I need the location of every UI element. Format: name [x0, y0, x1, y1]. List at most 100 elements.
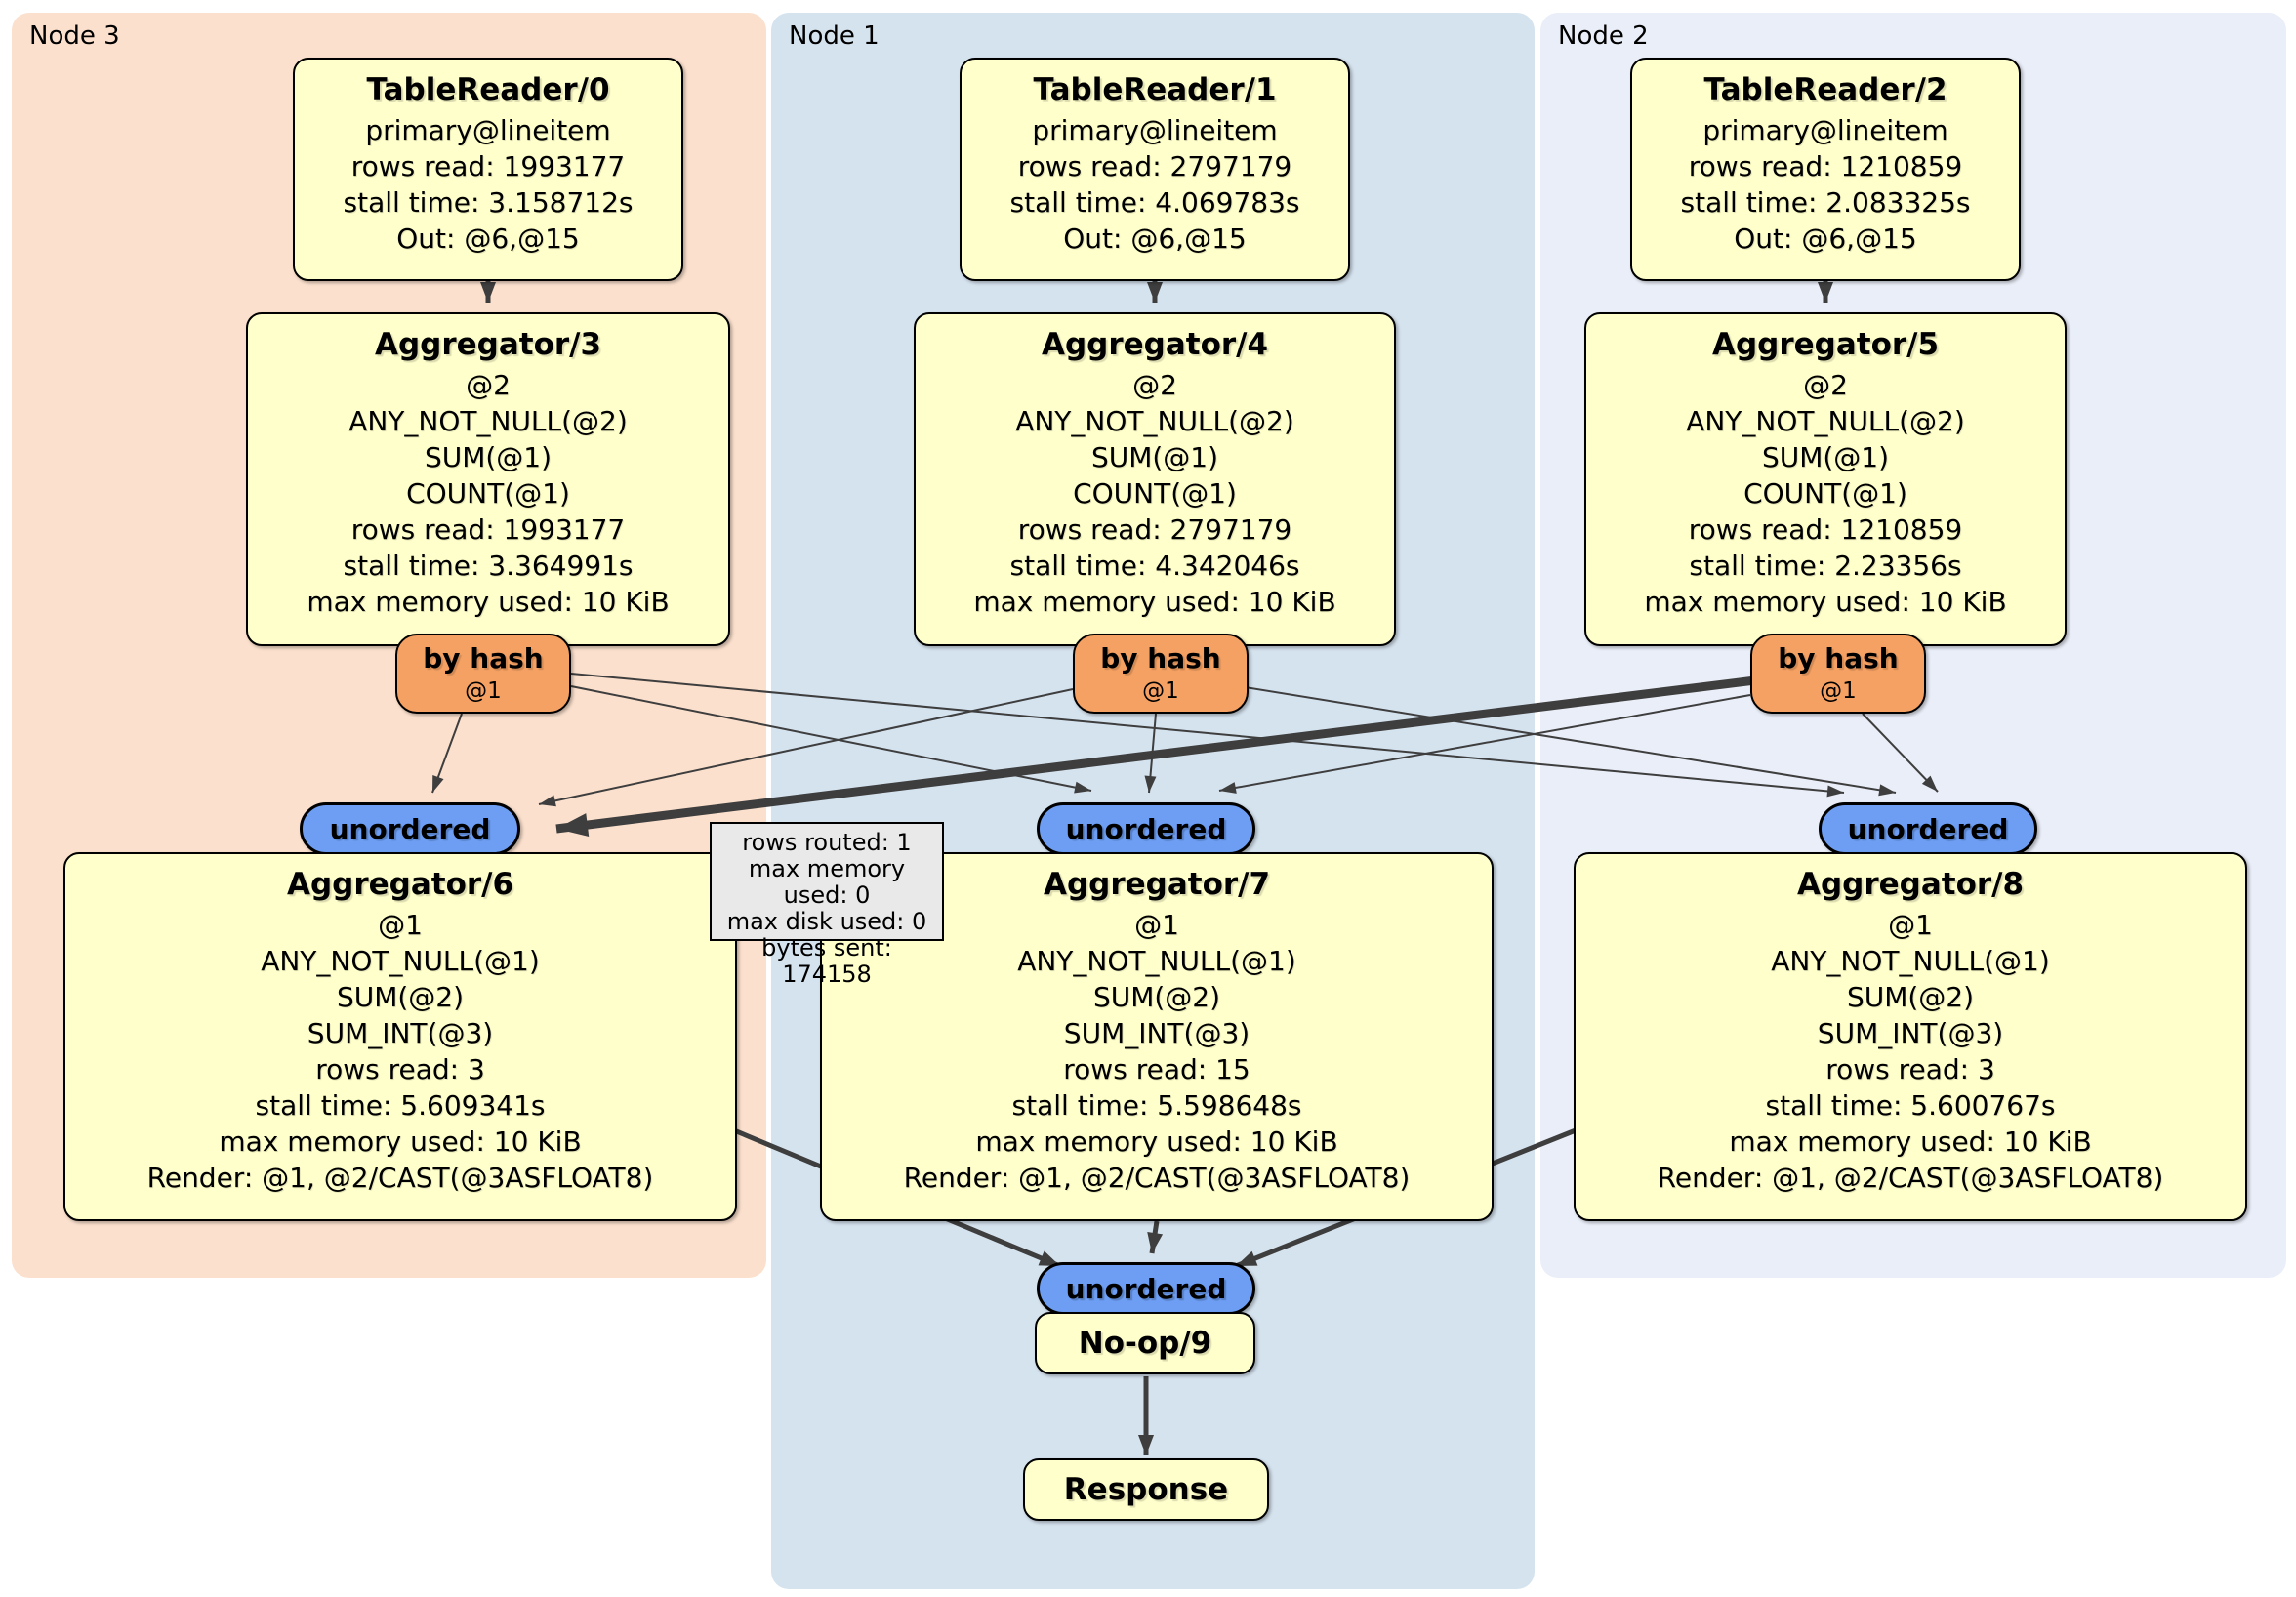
box-line: primary@lineitem: [365, 114, 611, 146]
router-columns: @1: [465, 678, 502, 704]
stream-unordered-final[interactable]: unordered: [1037, 1262, 1255, 1315]
box-line: COUNT(@1): [1073, 477, 1237, 510]
box-line: Render: @1, @2/CAST(@3ASFLOAT8): [146, 1162, 654, 1194]
box-line: SUM_INT(@3): [307, 1017, 494, 1049]
response-box[interactable]: Response: [1023, 1458, 1269, 1521]
box-line: stall time: 5.600767s: [1765, 1089, 2056, 1122]
processor-title: TableReader/2: [1703, 72, 1948, 107]
box-line: Out: @6,@15: [396, 223, 580, 255]
processor-title: Aggregator/3: [374, 327, 602, 362]
box-line: bytes sent: 174158: [761, 934, 892, 988]
box-line: max memory used: 10 KiB: [307, 586, 670, 618]
box-line: SUM(@1): [424, 441, 553, 473]
box-line: @2: [1803, 369, 1848, 401]
processor-title: Aggregator/6: [286, 867, 514, 902]
box-line: max memory used: 10 KiB: [219, 1126, 582, 1158]
router-by-hash-node2[interactable]: by hash @1: [1750, 634, 1926, 714]
processor-title: Aggregator/5: [1711, 327, 1940, 362]
box-line: rows read: 3: [1825, 1053, 1995, 1085]
router-title: by hash: [1100, 642, 1221, 675]
box-line: stall time: 2.23356s: [1689, 550, 1962, 582]
box-line: ANY_NOT_NULL(@2): [348, 405, 628, 437]
edge-aggregator7-unordered-final: [1147, 1220, 1164, 1254]
box-line: SUM(@2): [336, 981, 465, 1013]
box-line: @1: [1134, 909, 1179, 941]
processor-title: TableReader/1: [1033, 72, 1277, 107]
stream-unordered-node1[interactable]: unordered: [1037, 802, 1255, 855]
box-line: rows routed: 1: [742, 829, 912, 856]
box-line: SUM(@2): [1092, 981, 1221, 1013]
box-line: stall time: 5.598648s: [1011, 1089, 1302, 1122]
box-line: stall time: 4.069783s: [1009, 186, 1300, 219]
node-panel-label: Node 3: [29, 21, 120, 51]
router-by-hash-node1[interactable]: by hash @1: [1073, 634, 1249, 714]
box-line: @2: [1132, 369, 1177, 401]
box-line: @2: [466, 369, 511, 401]
box-line: stall time: 2.083325s: [1680, 186, 1971, 219]
box-line: COUNT(@1): [406, 477, 570, 510]
box-line: rows read: 2797179: [1017, 513, 1292, 546]
edge-byhash1-unordered3: [538, 688, 1074, 807]
node-panel-label: Node 2: [1558, 21, 1649, 51]
box-line: SUM(@1): [1090, 441, 1219, 473]
box-line: primary@lineitem: [1702, 114, 1948, 146]
box-line: stall time: 5.609341s: [255, 1089, 546, 1122]
node-panel-label: Node 1: [789, 21, 880, 51]
edge-byhash2-unordered1: [1218, 694, 1751, 794]
processor-title: Aggregator/7: [1043, 867, 1271, 902]
box-line: SUM_INT(@3): [1063, 1017, 1250, 1049]
router-columns: @1: [1820, 678, 1857, 704]
edge-byhash2-unordered2: [1862, 713, 1939, 793]
processor-tablereader-1[interactable]: TableReader/1 primary@lineitem rows read:…: [960, 58, 1350, 281]
processor-noop-9[interactable]: No-op/9: [1035, 1312, 1255, 1374]
box-line: ANY_NOT_NULL(@2): [1015, 405, 1294, 437]
stream-unordered-node3[interactable]: unordered: [300, 802, 520, 855]
box-line: Render: @1, @2/CAST(@3ASFLOAT8): [1657, 1162, 2164, 1194]
box-line: Render: @1, @2/CAST(@3ASFLOAT8): [903, 1162, 1411, 1194]
box-line: rows read: 2797179: [1017, 150, 1292, 183]
box-line: primary@lineitem: [1032, 114, 1278, 146]
processor-title: No-op/9: [1078, 1326, 1212, 1361]
box-line: @1: [378, 909, 423, 941]
box-line: ANY_NOT_NULL(@1): [1771, 945, 2050, 977]
box-line: ANY_NOT_NULL(@2): [1686, 405, 1965, 437]
box-line: rows read: 15: [1063, 1053, 1250, 1085]
processor-title: Response: [1063, 1472, 1229, 1507]
processor-title: Aggregator/4: [1041, 327, 1269, 362]
processor-tablereader-2[interactable]: TableReader/2 primary@lineitem rows read:…: [1630, 58, 2021, 281]
box-line: SUM(@2): [1846, 981, 1975, 1013]
box-line: max memory used: 10 KiB: [1644, 586, 2007, 618]
router-title: by hash: [423, 642, 544, 675]
box-line: max memory used: 10 KiB: [973, 586, 1336, 618]
stream-unordered-node2[interactable]: unordered: [1819, 802, 2037, 855]
box-line: max memory used: 10 KiB: [1729, 1126, 2092, 1158]
box-line: ANY_NOT_NULL(@1): [261, 945, 540, 977]
box-line: max memory used: 0: [748, 855, 906, 909]
box-line: rows read: 1210859: [1688, 150, 1963, 183]
box-line: stall time: 4.342046s: [1009, 550, 1300, 582]
box-line: rows read: 1993177: [350, 150, 626, 183]
router-columns: @1: [1142, 678, 1179, 704]
box-line: SUM(@1): [1761, 441, 1890, 473]
router-by-hash-node3[interactable]: by hash @1: [395, 634, 571, 714]
edge-byhash2-unordered3[interactable]: [555, 676, 1756, 837]
box-line: Out: @6,@15: [1063, 223, 1247, 255]
